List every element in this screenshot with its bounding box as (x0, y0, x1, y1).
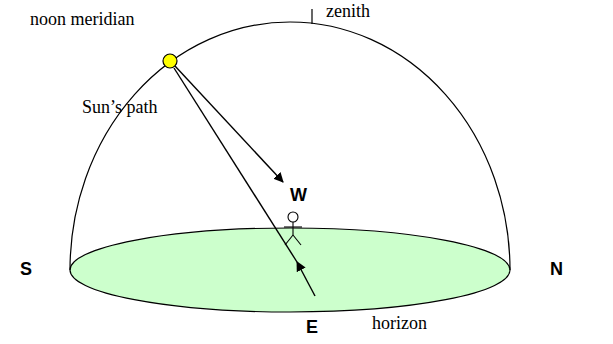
zenith-tick (311, 9, 312, 24)
path-label: Sun’s path (82, 98, 158, 118)
compass-point: E (306, 318, 318, 338)
sky-dome (70, 22, 510, 270)
horizon-plane (70, 228, 510, 312)
sun-path-rising (174, 68, 297, 262)
compass-point: N (550, 260, 563, 280)
sun (163, 54, 177, 68)
sun-path-rising (297, 262, 315, 296)
observer-figure (284, 212, 302, 245)
meridian-label: noon meridian (30, 10, 134, 30)
zenith-label: zenith (326, 2, 370, 22)
sun-path-setting (175, 66, 283, 182)
compass-point: S (20, 260, 32, 280)
horizon-label: horizon (372, 314, 427, 334)
compass-point: W (290, 186, 307, 206)
